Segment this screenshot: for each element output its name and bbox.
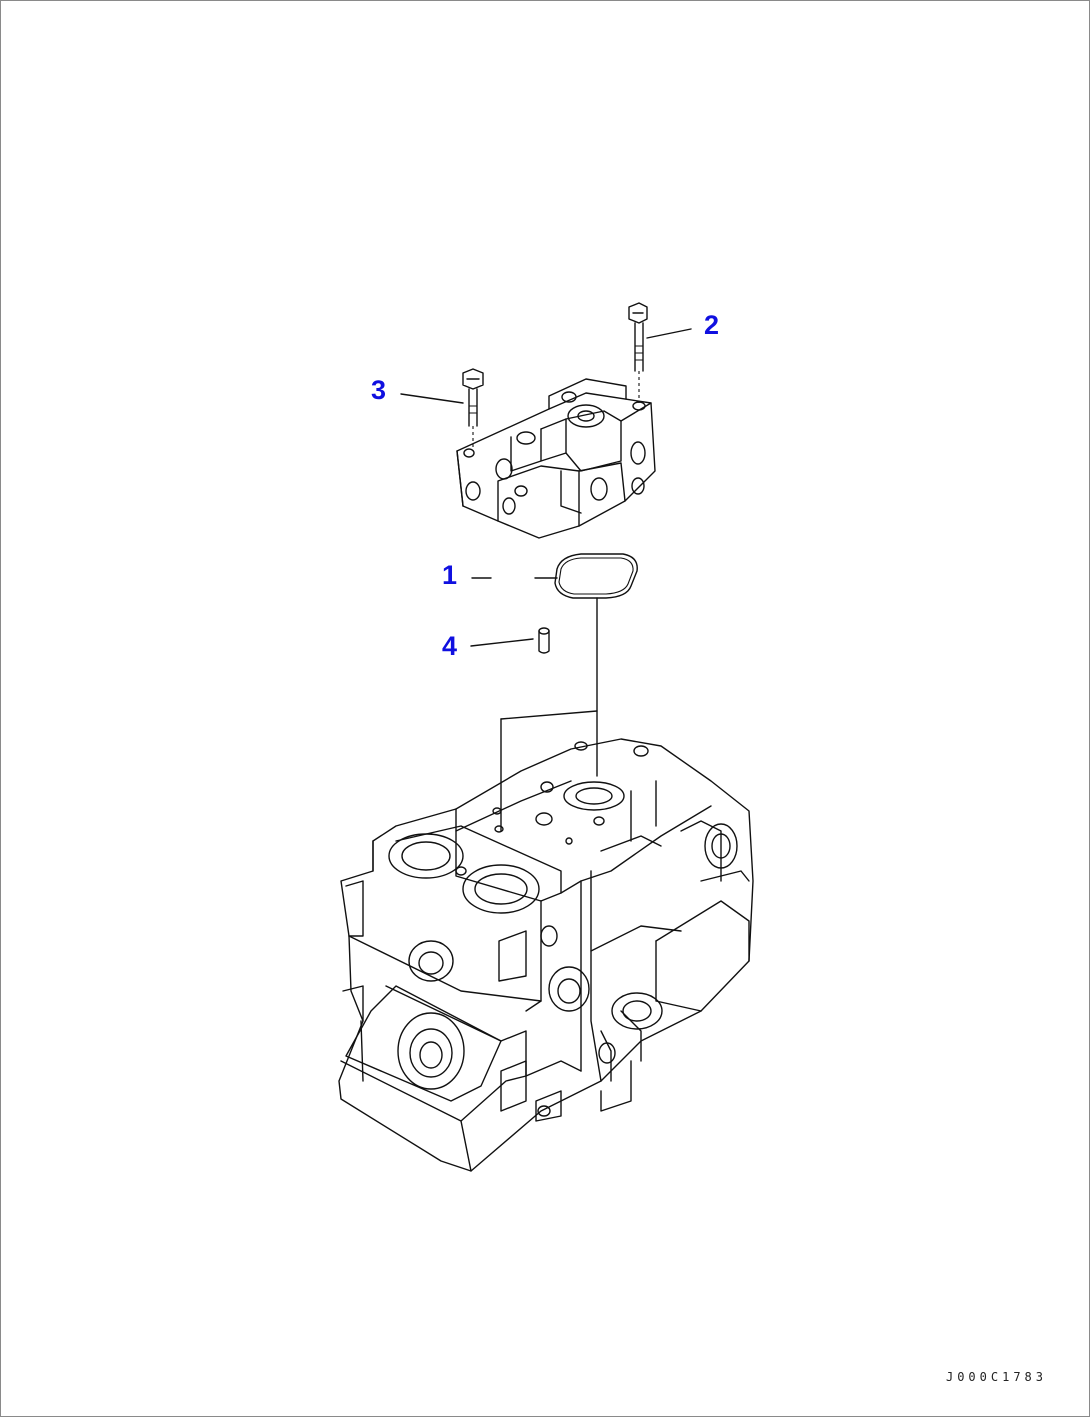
callout-2[interactable]: 2 <box>704 310 719 340</box>
pin-4 <box>538 627 550 654</box>
leader-3 <box>400 393 464 404</box>
callout-4[interactable]: 4 <box>442 631 457 661</box>
leader-lines <box>400 328 692 647</box>
drawing-number: J000C1783 <box>945 1370 1047 1384</box>
leader-4 <box>470 638 534 647</box>
callout-3[interactable]: 3 <box>371 375 386 405</box>
callout-1[interactable]: 1 <box>442 560 457 590</box>
leader-2 <box>646 328 692 339</box>
bolt-2 <box>628 302 648 403</box>
valve-block <box>456 378 656 539</box>
gasket-1 <box>554 553 638 599</box>
pump-housing <box>338 738 754 1172</box>
bolt-3 <box>462 368 484 451</box>
